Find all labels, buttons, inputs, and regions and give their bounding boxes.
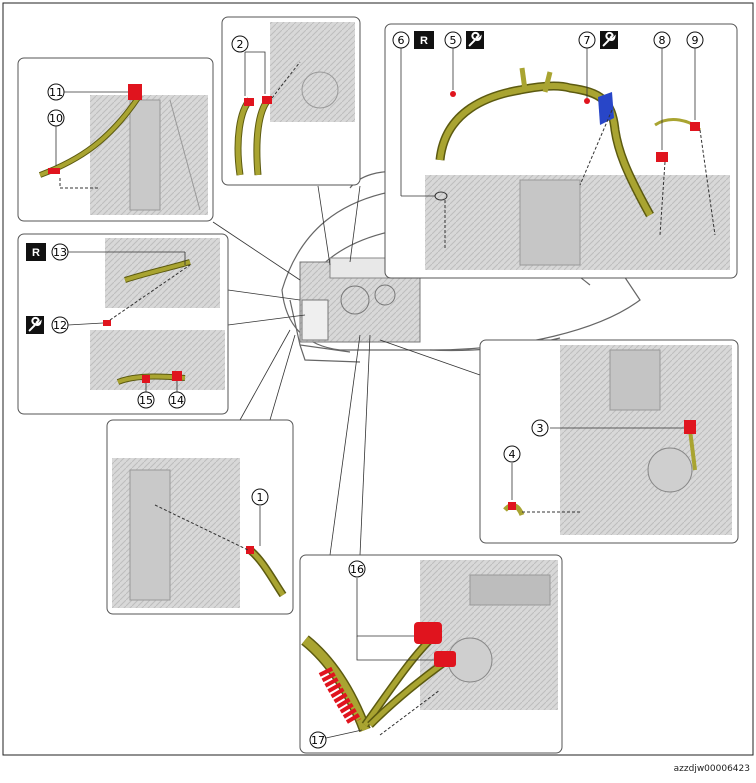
callout-1-text: 1 (257, 491, 264, 504)
panel-right-lower (479, 339, 739, 544)
callout-7-text: 7 (584, 34, 591, 47)
callout-11-text: 11 (49, 86, 63, 99)
bolt-12 (103, 320, 111, 326)
replace-badge-6-text: R (420, 35, 428, 47)
callout-5: 5 (444, 31, 462, 49)
clip-1 (246, 546, 254, 554)
callout-16: 16 (348, 560, 366, 578)
callout-14-text: 14 (170, 394, 184, 407)
clip-14 (172, 371, 182, 381)
clip-10 (48, 168, 60, 174)
callout-4-text: 4 (509, 448, 516, 461)
leader-lines (212, 185, 481, 556)
callout-2: 2 (231, 35, 249, 53)
panel-top-center (221, 16, 361, 186)
callout-13-text: 13 (53, 246, 67, 259)
callout-8: 8 (653, 31, 671, 49)
wrench-icon (600, 31, 618, 49)
replace-badge-13: R (26, 243, 46, 261)
callout-12: 12 (51, 316, 69, 334)
protector-17 (318, 666, 362, 726)
blue-clip-7 (598, 92, 614, 125)
clip-16b (434, 651, 456, 667)
callout-9-text: 9 (692, 34, 699, 47)
wrench-icon (26, 316, 44, 334)
callout-8-text: 8 (659, 34, 666, 47)
wrench-icon (466, 31, 484, 49)
callout-17-text: 17 (311, 734, 325, 747)
clip-11 (128, 84, 142, 100)
callout-10: 10 (47, 109, 65, 127)
callout-16-text: 16 (350, 563, 364, 576)
panel-left-lower (106, 419, 294, 615)
callout-3: 3 (531, 419, 549, 437)
bolt-7 (584, 98, 590, 104)
replace-badge-6: R (414, 31, 434, 49)
clip-16a (414, 622, 442, 644)
callout-14: 14 (168, 391, 186, 409)
replace-icon (26, 243, 46, 261)
clip-8 (656, 152, 668, 162)
bolt-5 (450, 91, 456, 97)
callout-15-text: 15 (139, 394, 153, 407)
callout-4: 4 (503, 445, 521, 463)
callout-10-text: 10 (49, 112, 63, 125)
callout-2-text: 2 (237, 38, 244, 51)
clip-9 (690, 122, 700, 131)
clip-4 (508, 502, 516, 510)
callout-7: 7 (578, 31, 596, 49)
clip-3 (684, 420, 696, 434)
callout-5-text: 5 (450, 34, 457, 47)
panel-bottom-center (299, 554, 563, 754)
panel-top-right (384, 23, 738, 279)
panel-top-left (17, 57, 214, 222)
clip-2a (244, 98, 254, 106)
callout-12-text: 12 (53, 319, 67, 332)
engine-bay (299, 257, 421, 343)
callouts: 1 2 3 4 5 6 7 8 9 10 11 12 13 14 15 16 1… (47, 31, 704, 749)
clip-2b (262, 96, 272, 104)
callout-3-text: 3 (537, 422, 544, 435)
callout-15: 15 (137, 391, 155, 409)
figure-code: azzdjw00006423 (673, 764, 750, 774)
callout-6: 6 (392, 31, 410, 49)
replace-icon (414, 31, 434, 49)
replace-badge-13-text: R (32, 247, 40, 259)
callout-9: 9 (686, 31, 704, 49)
callout-17: 17 (309, 731, 327, 749)
clip-15 (142, 375, 150, 383)
callout-11: 11 (47, 83, 65, 101)
callout-6-text: 6 (398, 34, 405, 47)
callout-13: 13 (51, 243, 69, 261)
outer-border (2, 2, 754, 756)
callout-1: 1 (251, 488, 269, 506)
panel-left-middle (17, 233, 229, 415)
